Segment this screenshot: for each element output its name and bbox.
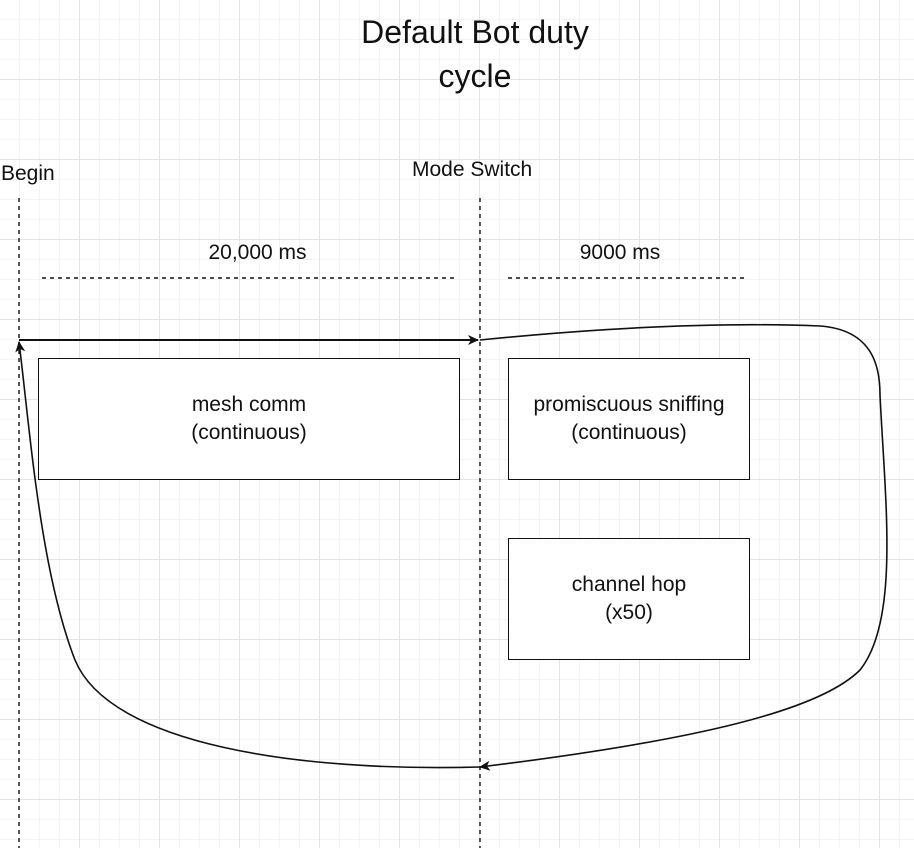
channel-hop-box: channel hop (x50) [508,538,750,660]
diagram-title: Default Bot duty cycle [275,10,675,98]
mesh-comm-mode: (continuous) [191,421,307,444]
mode-switch-label: Mode Switch [412,158,533,181]
title-line-2: cycle [438,58,512,94]
loop-return-curve-left [15,341,481,769]
mesh-comm-label: mesh comm [191,393,307,416]
promiscuous-sniffing-box: promiscuous sniffing (continuous) [508,358,750,480]
channel-hop-label: channel hop [571,573,687,596]
mesh-comm-box: mesh comm (continuous) [38,358,460,480]
title-line-1: Default Bot duty [361,14,589,50]
loop-return-curve-right [479,323,888,771]
begin-label: Begin [1,162,55,185]
channel-hop-count: (x50) [605,601,653,624]
phase1-duration-label: 20,000 ms [208,241,307,264]
sniffing-mode: (continuous) [571,421,687,444]
sniffing-label: promiscuous sniffing [533,393,725,416]
phase2-duration-label: 9000 ms [579,241,661,264]
